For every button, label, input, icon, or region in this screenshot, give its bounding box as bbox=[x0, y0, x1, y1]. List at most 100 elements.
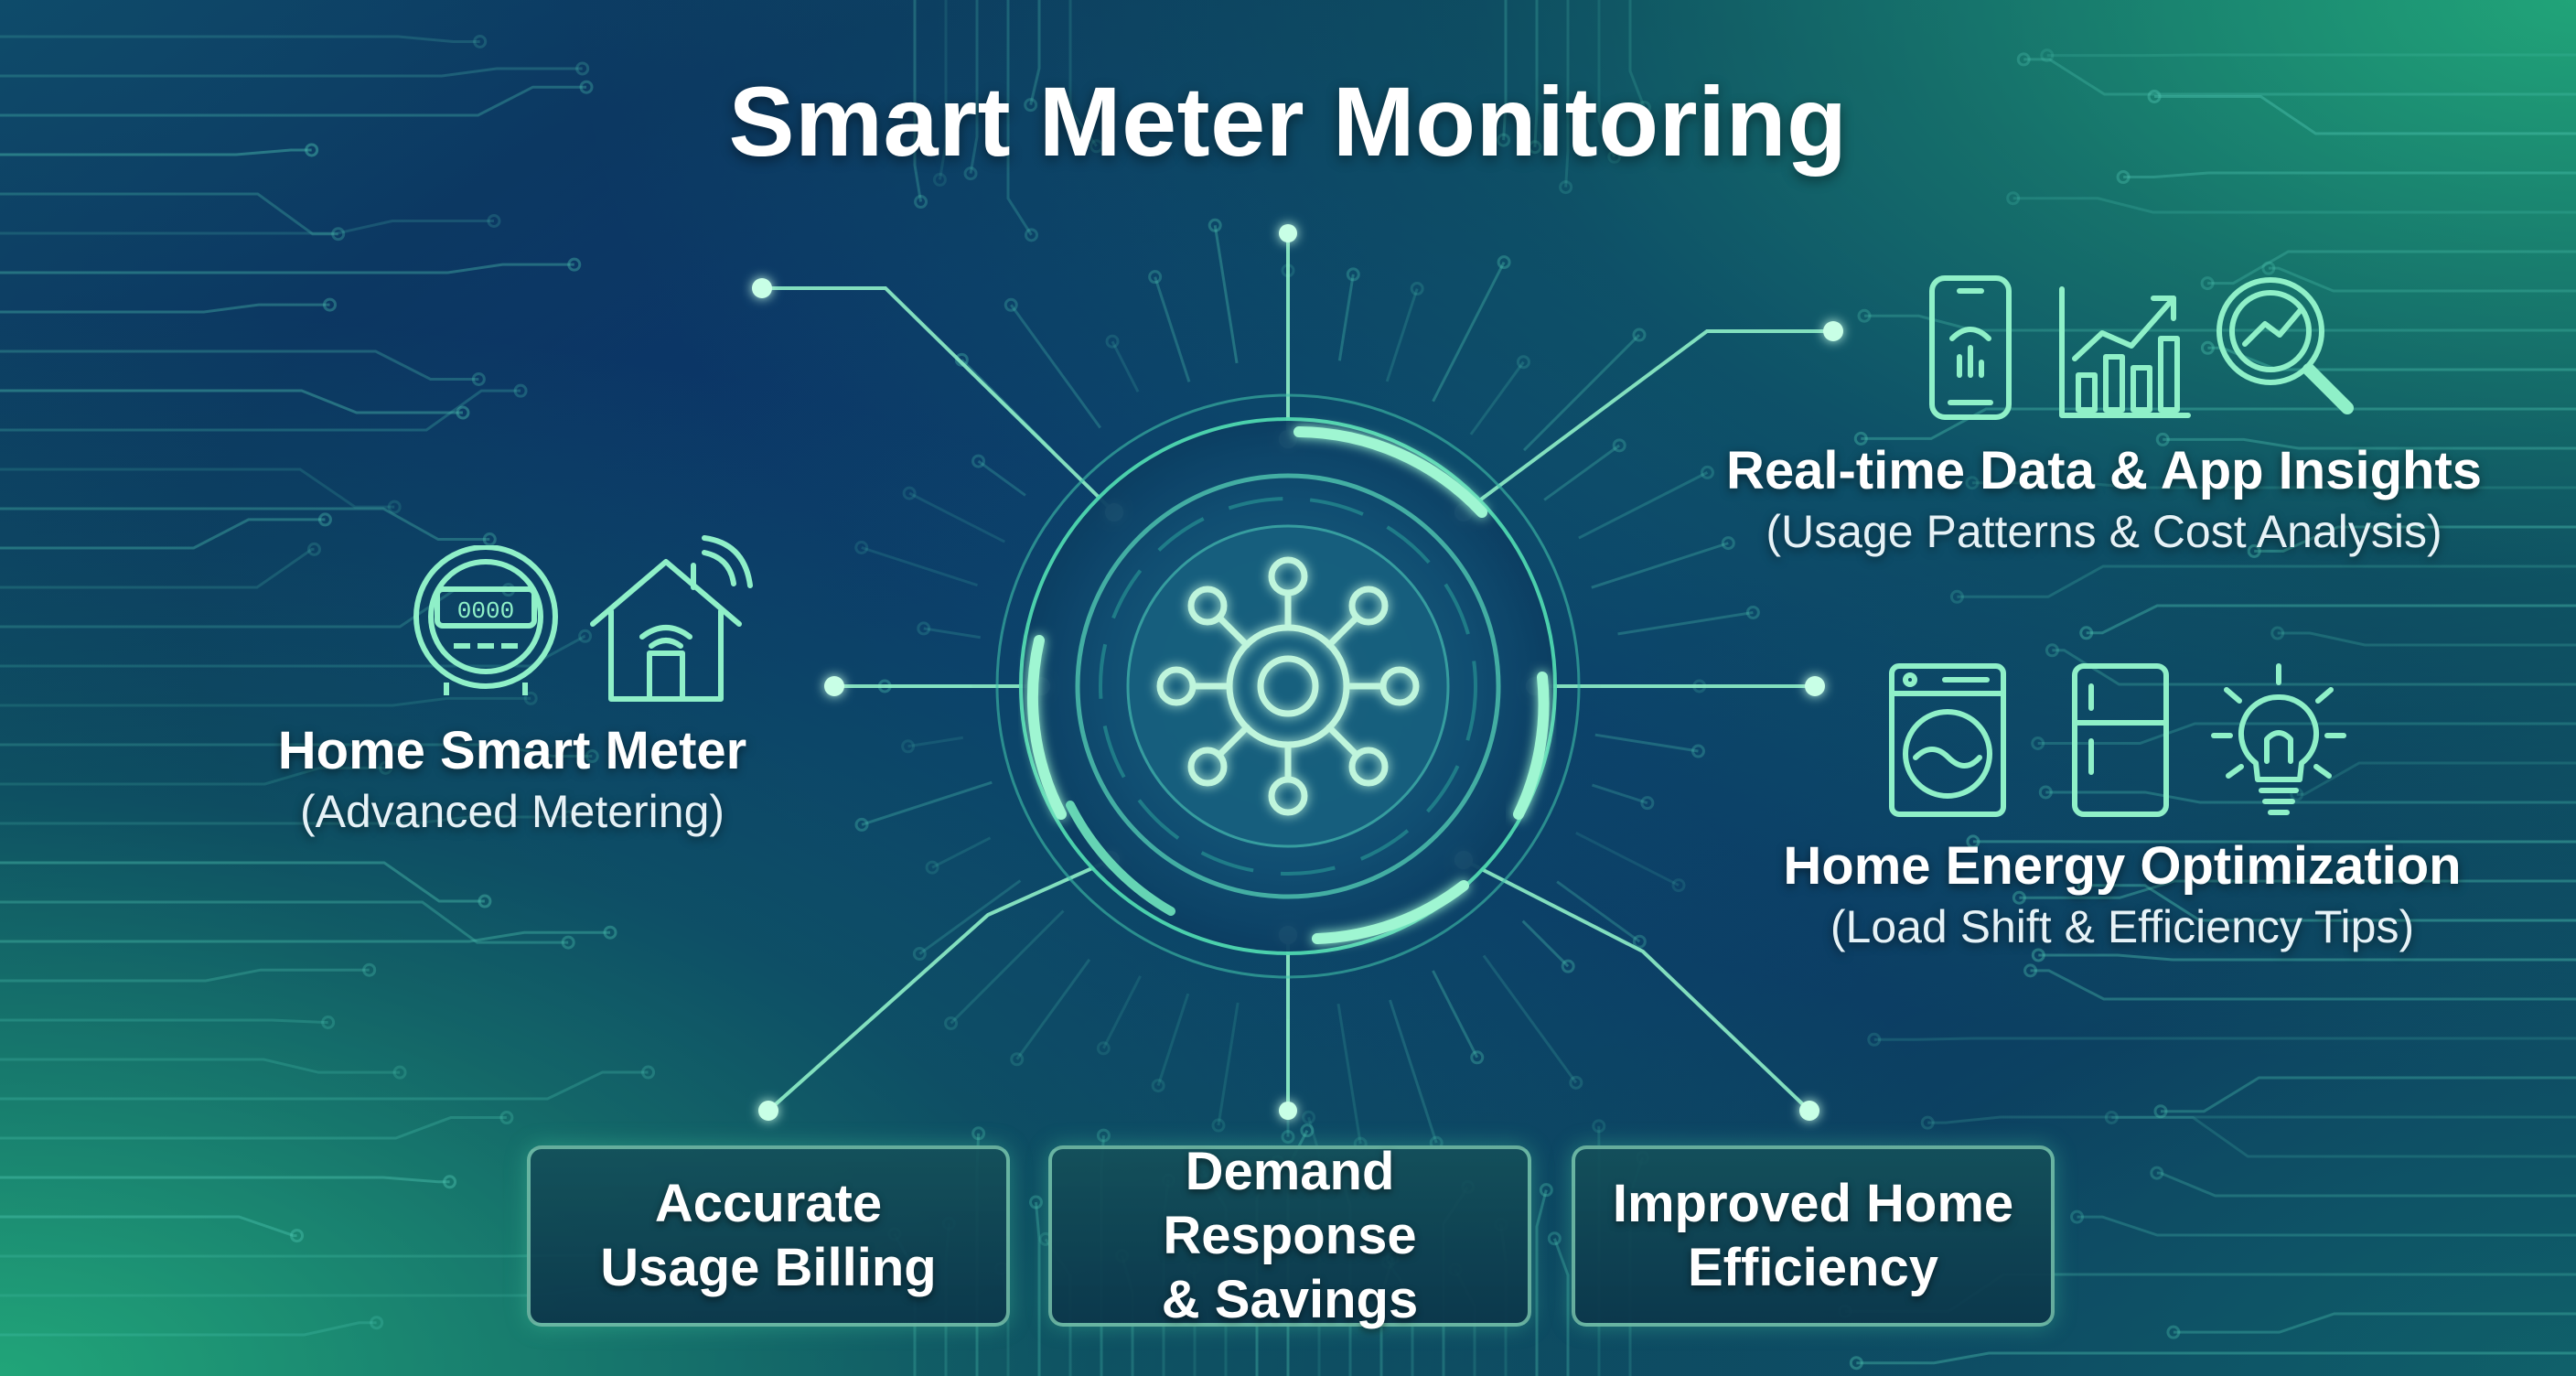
circuit-pad bbox=[561, 935, 575, 950]
circuit-pad bbox=[2077, 878, 2091, 893]
circuit-trace bbox=[1578, 471, 1709, 540]
circuit-pad bbox=[2166, 1325, 2181, 1339]
connector-top-left bbox=[762, 286, 1116, 514]
circuit-pad bbox=[575, 61, 590, 76]
circuit-pad bbox=[1470, 1050, 1485, 1065]
circuit-pad bbox=[917, 621, 931, 636]
circuit-trace bbox=[2084, 884, 2576, 922]
circuit-pad bbox=[2200, 276, 2215, 291]
circuit-pad bbox=[1612, 438, 1626, 453]
circuit-trace bbox=[1575, 832, 1680, 887]
circuit-trace bbox=[2268, 266, 2576, 293]
card-line: & Savings bbox=[1161, 1270, 1419, 1329]
circuit-trace bbox=[2012, 197, 2576, 214]
circuit-pad bbox=[603, 925, 617, 940]
circuit-pad bbox=[378, 760, 392, 775]
home-smart-meter-subtitle: (Advanced Metering) bbox=[299, 786, 725, 837]
circuit-pad bbox=[1010, 1052, 1025, 1067]
page-title: Smart Meter Monitoring bbox=[728, 66, 1848, 177]
circuit-pad bbox=[523, 691, 538, 705]
central-hub bbox=[995, 393, 1581, 979]
circuit-trace bbox=[1856, 1351, 2576, 1365]
circuit-pad bbox=[912, 947, 927, 962]
connector-bottom-right bbox=[1463, 858, 1811, 1113]
smart-meter-icon: 0000 bbox=[413, 545, 558, 695]
refrigerator-icon bbox=[2072, 663, 2169, 817]
circuit-trace bbox=[931, 836, 992, 869]
circuit-pad bbox=[499, 1111, 514, 1125]
circuit-pad bbox=[1559, 180, 1573, 195]
circuit-trace bbox=[2111, 1115, 2576, 1158]
circuit-trace bbox=[1533, 0, 1539, 147]
circuit-trace bbox=[938, 0, 948, 180]
hub-core bbox=[1126, 524, 1450, 848]
circuit-pad bbox=[2038, 785, 2053, 800]
circuit-pad bbox=[971, 454, 986, 468]
circuit-pad bbox=[456, 405, 470, 420]
circuit-trace bbox=[2123, 171, 2576, 179]
circuit-pad bbox=[2070, 1209, 2085, 1224]
circuit-pad bbox=[578, 629, 593, 643]
circuit-trace bbox=[1337, 274, 1355, 361]
circuit-trace bbox=[2207, 346, 2576, 371]
card-line: Efficiency bbox=[1688, 1238, 1938, 1297]
circuit-pad bbox=[392, 1065, 407, 1080]
circuit-pad bbox=[1671, 878, 1686, 893]
circuit-trace bbox=[1591, 542, 1729, 589]
circuit-trace bbox=[1535, 1189, 1548, 1376]
circuit-trace bbox=[977, 459, 1026, 497]
circuit-pad bbox=[2031, 948, 2045, 962]
circuit-pad bbox=[641, 1065, 656, 1080]
circuit-pad bbox=[1637, 101, 1651, 115]
circuit-pad bbox=[1004, 297, 1018, 312]
circuit-pad bbox=[944, 1016, 959, 1030]
circuit-pad bbox=[370, 1316, 384, 1330]
circuit-trace bbox=[0, 696, 531, 707]
circuit-pad bbox=[443, 1175, 457, 1189]
circuit-trace bbox=[1068, 0, 1098, 147]
circuit-pad bbox=[362, 962, 377, 977]
circuit-trace bbox=[1564, 0, 1570, 188]
circuit-trace bbox=[2296, 761, 2576, 796]
circuit-pad bbox=[2147, 90, 2162, 104]
meter-display: 0000 bbox=[457, 597, 514, 625]
circuit-pad bbox=[1700, 465, 1714, 479]
circuit-pad bbox=[2040, 48, 2055, 63]
card-line: Improved Home bbox=[1612, 1174, 2014, 1233]
circuit-trace bbox=[0, 518, 326, 550]
circuit-pad bbox=[1632, 328, 1647, 342]
circuit-pad bbox=[1528, 140, 1542, 155]
real-time-data-title: Real-time Data & App Insights bbox=[1725, 441, 2483, 500]
circuit-trace bbox=[923, 627, 982, 640]
circuit-trace bbox=[1432, 261, 1506, 403]
circuit-trace bbox=[1029, 0, 1041, 105]
circuit-pad bbox=[1281, 1130, 1295, 1145]
circuit-pad bbox=[513, 383, 528, 398]
network-hub-icon bbox=[1156, 556, 1420, 816]
circuit-pad bbox=[2045, 643, 2059, 658]
circuit-pad bbox=[963, 167, 978, 181]
circuit-pad bbox=[2079, 626, 2094, 640]
home-energy-optimization-title: Home Energy Optimization bbox=[1783, 836, 2462, 896]
circuit-trace bbox=[2254, 525, 2576, 553]
hub-outer-ring bbox=[995, 393, 1581, 979]
circuit-pad bbox=[2006, 191, 2021, 206]
circuit-trace bbox=[2173, 1312, 2576, 1334]
circuit-trace bbox=[1552, 1238, 1570, 1376]
circuit-trace bbox=[2077, 1215, 2576, 1237]
circuit-trace bbox=[0, 743, 593, 758]
circuit-trace bbox=[0, 815, 569, 825]
circuit-trace bbox=[918, 879, 1022, 955]
circuit-trace bbox=[1927, 1115, 2576, 1124]
circuit-trace bbox=[1502, 0, 1508, 141]
circuit-pad bbox=[1867, 1032, 1882, 1047]
hub-arc-left bbox=[1026, 635, 1067, 820]
hub-inner-ring-dashed bbox=[1099, 497, 1477, 876]
circuit-pad bbox=[925, 860, 939, 875]
circuit-trace bbox=[1597, 0, 1616, 157]
circuit-pad bbox=[2200, 340, 2215, 355]
circuit-pad bbox=[1089, 139, 1104, 154]
circuit-trace bbox=[1861, 407, 2576, 440]
circuit-trace bbox=[861, 546, 978, 587]
